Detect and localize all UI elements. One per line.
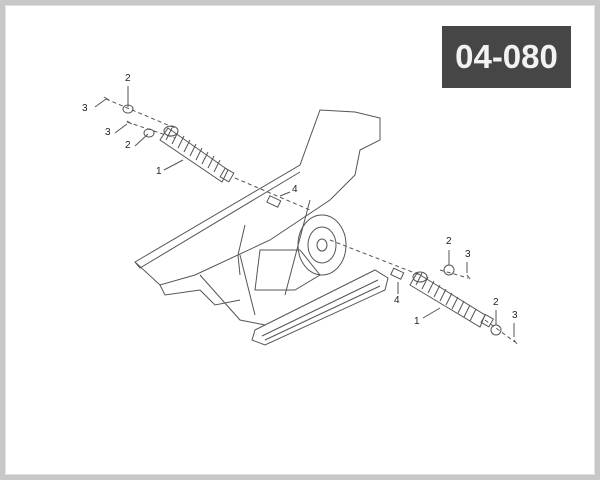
callout-2: 2 <box>125 140 131 151</box>
callout-2: 2 <box>493 297 499 308</box>
swing-arm <box>251 269 389 346</box>
chassis-frame <box>134 109 381 326</box>
shock-absorber-lower <box>409 271 495 328</box>
callout-3: 3 <box>82 103 88 114</box>
callout-1: 1 <box>156 166 162 177</box>
callout-4: 4 <box>394 295 400 306</box>
shock-absorber-upper <box>159 125 235 183</box>
callout-3: 3 <box>465 249 471 260</box>
callout-3: 3 <box>512 310 518 321</box>
callout-2: 2 <box>125 73 131 84</box>
callout-4: 4 <box>292 184 298 195</box>
callout-1: 1 <box>414 316 420 327</box>
callout-3: 3 <box>105 127 111 138</box>
callout-2: 2 <box>446 236 452 247</box>
diagram-code-badge: 04-080 <box>442 26 571 88</box>
rear-wheel-hub <box>297 214 347 276</box>
